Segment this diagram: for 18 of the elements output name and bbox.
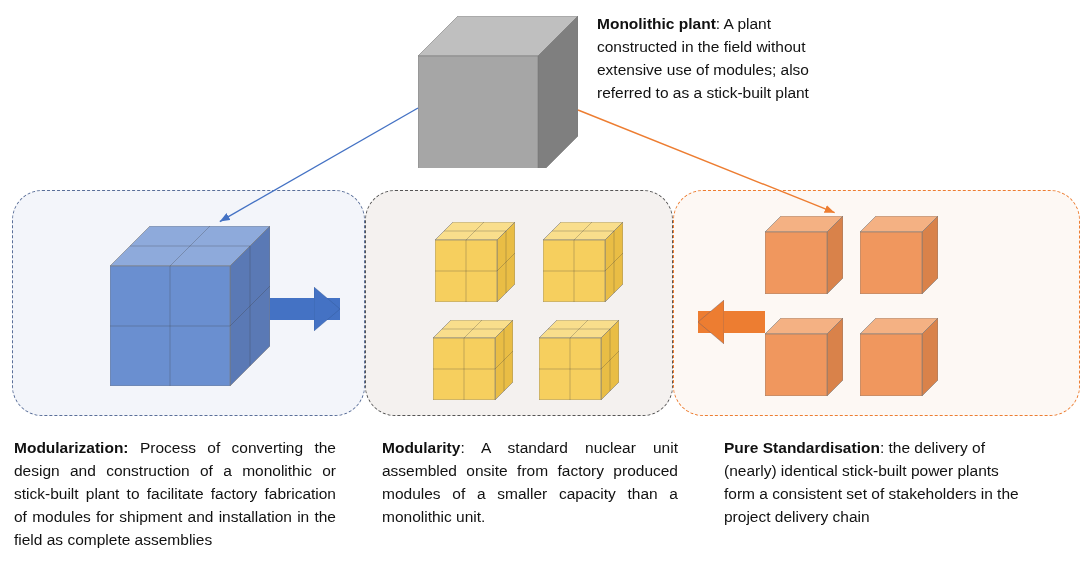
segmented-cube bbox=[539, 320, 619, 400]
segmented-cube bbox=[433, 320, 513, 400]
segmented-cube bbox=[543, 222, 623, 302]
description-text: Pure Standardisation: the delivery of (nearly) identical stick-built power plants form a consistent set of stakeholders in the project delivery chain bbox=[724, 438, 1020, 527]
segmented-cube bbox=[435, 222, 515, 302]
description-text: Modularization: Process of converting the design and construction of a monolithic or stick-built plant to facilitate factory fabrication of modules for shipment and installation in the field as complete assemblies bbox=[14, 438, 336, 550]
cube bbox=[765, 318, 843, 396]
cube bbox=[765, 216, 843, 294]
caption-text: Monolithic plant: A plant constructed in the field without extensive use of modules; also referred to as a stick-built plant bbox=[597, 14, 810, 103]
arrow bbox=[577, 109, 836, 214]
segmented-cube bbox=[110, 226, 270, 386]
block-arrow bbox=[270, 286, 341, 332]
cube bbox=[418, 16, 578, 168]
cube bbox=[860, 318, 938, 396]
arrow bbox=[219, 107, 419, 223]
cube bbox=[860, 216, 938, 294]
block-arrow bbox=[697, 299, 765, 345]
description-text: Modularity: A standard nuclear unit assembled onsite from factory produced modules of a smaller capacity than a monolithic unit. bbox=[382, 438, 678, 527]
